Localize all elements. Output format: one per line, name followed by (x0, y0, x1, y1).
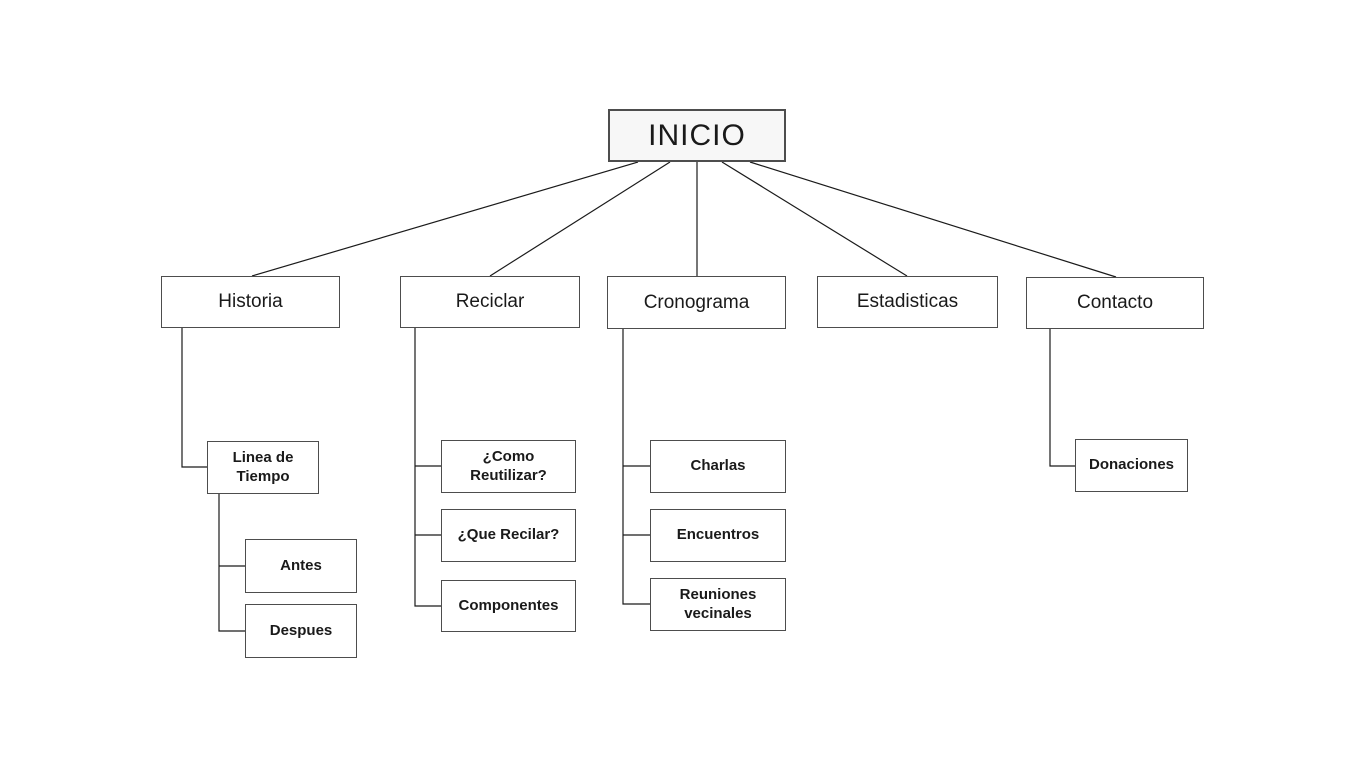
edge-linea-despues (218, 494, 245, 632)
node-estadisticas: Estadisticas (817, 276, 998, 328)
node-que-recilar: ¿Que Recilar? (441, 509, 576, 562)
node-linea-de-tiempo: Linea de Tiempo (207, 441, 319, 494)
node-cronograma: Cronograma (607, 276, 786, 329)
node-contacto: Contacto (1026, 277, 1204, 329)
edge-inicio-estadisticas (721, 161, 908, 277)
edge-historia-linea (181, 328, 207, 468)
node-como-reutilizar: ¿Como Reutilizar? (441, 440, 576, 493)
node-historia: Historia (161, 276, 340, 328)
node-charlas: Charlas (650, 440, 786, 493)
edge-inicio-contacto (749, 161, 1117, 278)
node-antes: Antes (245, 539, 357, 593)
node-componentes: Componentes (441, 580, 576, 632)
node-reuniones-vecinales: Reuniones vecinales (650, 578, 786, 631)
edge-reciclar-componentes (414, 328, 441, 607)
edge-inicio-historia (251, 161, 639, 277)
edge-contacto-donaciones (1049, 329, 1075, 467)
node-donaciones: Donaciones (1075, 439, 1188, 492)
node-despues: Despues (245, 604, 357, 658)
node-reciclar: Reciclar (400, 276, 580, 328)
node-inicio: INICIO (608, 109, 786, 162)
edge-cronograma-reuniones (622, 329, 650, 605)
edge-inicio-reciclar (489, 161, 671, 277)
node-encuentros: Encuentros (650, 509, 786, 562)
